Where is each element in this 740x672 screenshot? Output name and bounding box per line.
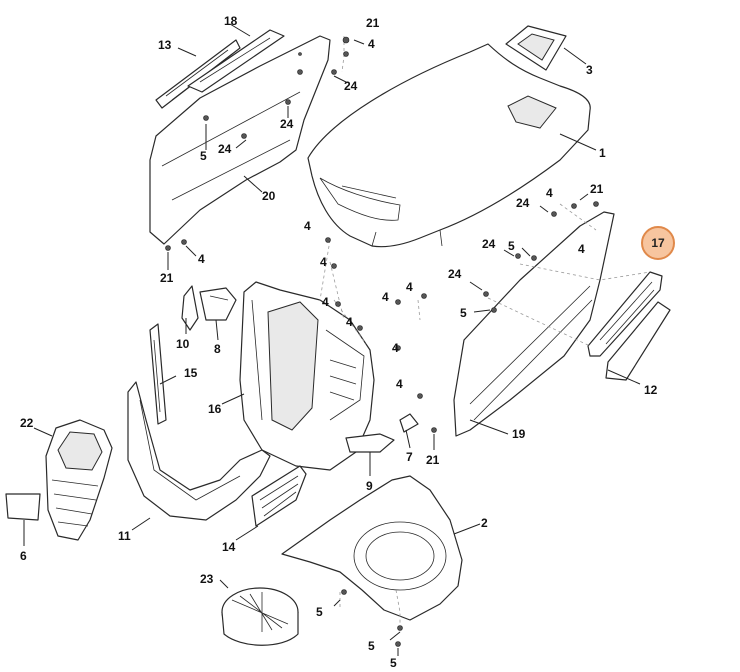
callout-5[interactable]: 5 — [200, 149, 207, 163]
callout-21[interactable]: 21 — [426, 453, 440, 467]
fasteners — [165, 36, 599, 647]
callout-12[interactable]: 12 — [644, 383, 658, 397]
callout-4[interactable]: 4 — [368, 37, 375, 51]
callout-14[interactable]: 14 — [222, 540, 236, 554]
callout-6[interactable]: 6 — [20, 549, 27, 563]
part-front-shroud — [127, 381, 271, 521]
part-vent-frame — [505, 25, 567, 71]
part-dash-panel — [239, 281, 375, 471]
callout-20[interactable]: 20 — [262, 189, 276, 203]
callout-4[interactable]: 4 — [304, 219, 311, 233]
callout-3[interactable]: 3 — [586, 63, 593, 77]
callout-4[interactable]: 4 — [382, 290, 389, 304]
callout-4[interactable]: 4 — [578, 242, 585, 256]
part-deck-cover — [281, 475, 463, 621]
part-right-trim — [587, 271, 671, 381]
part-left-side-panel — [149, 35, 331, 245]
highlight-circle — [641, 226, 675, 260]
alignment-lines — [319, 36, 651, 632]
callout-16[interactable]: 16 — [208, 402, 222, 416]
callout-23[interactable]: 23 — [200, 572, 214, 586]
part-left-trim — [155, 29, 285, 109]
callout-21[interactable]: 21 — [160, 271, 174, 285]
part-front-grille — [5, 419, 113, 541]
callout-13[interactable]: 13 — [158, 38, 172, 52]
callout-21[interactable]: 21 — [590, 182, 604, 196]
callout-24[interactable]: 24 — [516, 196, 530, 210]
highlight-callout-17[interactable]: 17 — [641, 226, 675, 260]
part-filter-screen — [221, 587, 299, 646]
callout-4[interactable]: 4 — [320, 255, 327, 269]
callout-5[interactable]: 5 — [390, 656, 397, 670]
callout-24[interactable]: 24 — [344, 79, 358, 93]
callout-4[interactable]: 4 — [392, 341, 399, 355]
part-right-side-panel — [453, 211, 615, 437]
callout-5[interactable]: 5 — [508, 239, 515, 253]
callout-4[interactable]: 4 — [198, 252, 205, 266]
callout-10[interactable]: 10 — [176, 337, 190, 351]
callout-4[interactable]: 4 — [546, 186, 553, 200]
callout-2[interactable]: 2 — [481, 516, 488, 530]
part-side-strip — [149, 323, 167, 425]
callout-11[interactable]: 11 — [118, 529, 131, 543]
callout-labels: 1 2 3 4 4 4 4 4 4 4 4 4 4 4 4 5 5 5 5 5 … — [20, 14, 658, 670]
callout-5[interactable]: 5 — [460, 306, 467, 320]
callout-4[interactable]: 4 — [346, 315, 353, 329]
callout-24[interactable]: 24 — [448, 267, 462, 281]
highlight-label: 17 — [651, 236, 665, 250]
part-lenses — [345, 413, 419, 453]
callout-24[interactable]: 24 — [218, 142, 232, 156]
leader-lines — [23, 23, 641, 656]
callout-21[interactable]: 21 — [366, 16, 380, 30]
callout-18[interactable]: 18 — [224, 14, 238, 28]
callout-24[interactable]: 24 — [280, 117, 294, 131]
callout-4[interactable]: 4 — [406, 280, 413, 294]
callout-4[interactable]: 4 — [322, 295, 329, 309]
callout-5[interactable]: 5 — [316, 605, 323, 619]
part-hood — [307, 43, 591, 248]
callout-22[interactable]: 22 — [20, 416, 34, 430]
callout-8[interactable]: 8 — [214, 342, 221, 356]
callout-9[interactable]: 9 — [366, 479, 373, 493]
callout-15[interactable]: 15 — [184, 366, 198, 380]
callout-19[interactable]: 19 — [512, 427, 526, 441]
part-brackets — [181, 285, 237, 331]
callout-24[interactable]: 24 — [482, 237, 496, 251]
callout-4[interactable]: 4 — [396, 377, 403, 391]
callout-7[interactable]: 7 — [406, 450, 413, 464]
callout-1[interactable]: 1 — [599, 146, 606, 160]
part-grille-insert — [251, 465, 307, 527]
callout-5[interactable]: 5 — [368, 639, 375, 653]
